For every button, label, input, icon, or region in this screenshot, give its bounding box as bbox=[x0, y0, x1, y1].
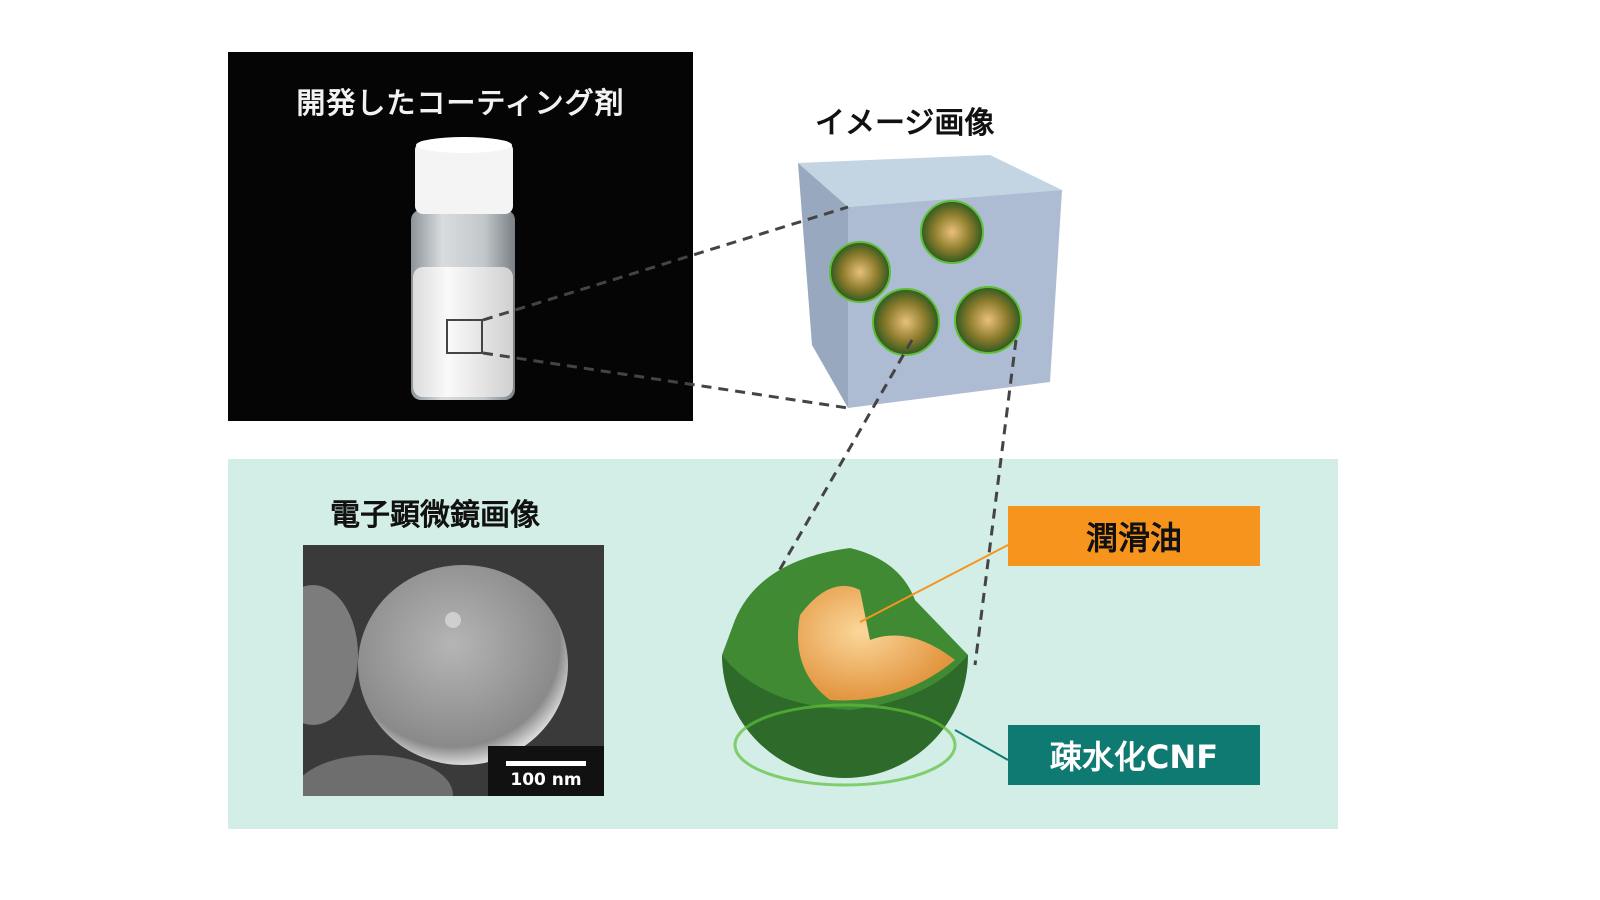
micrograph-title: 電子顕微鏡画像 bbox=[330, 498, 540, 533]
matrix-cube bbox=[798, 155, 1062, 408]
cnf-particles bbox=[829, 200, 1022, 356]
lubricant-oil-label: 潤滑油 bbox=[1008, 506, 1260, 566]
photo-title: 開発したコーティング剤 bbox=[296, 86, 625, 120]
zoom-region-marker bbox=[446, 319, 483, 354]
scale-bar-box: 100 nm bbox=[488, 746, 604, 796]
image-title: イメージ画像 bbox=[815, 106, 995, 141]
hydrophobic-cnf-label: 疎水化CNF bbox=[1008, 725, 1260, 785]
vial-image bbox=[411, 137, 515, 400]
coating-photo-panel: 開発したコーティング剤 bbox=[228, 52, 693, 421]
particle bbox=[358, 565, 568, 765]
electron-micrograph: 100 nm bbox=[303, 545, 604, 796]
vial-liquid bbox=[413, 267, 513, 397]
scale-bar bbox=[506, 761, 586, 766]
vial-cap bbox=[415, 142, 513, 214]
scale-bar-label: 100 nm bbox=[510, 770, 582, 790]
